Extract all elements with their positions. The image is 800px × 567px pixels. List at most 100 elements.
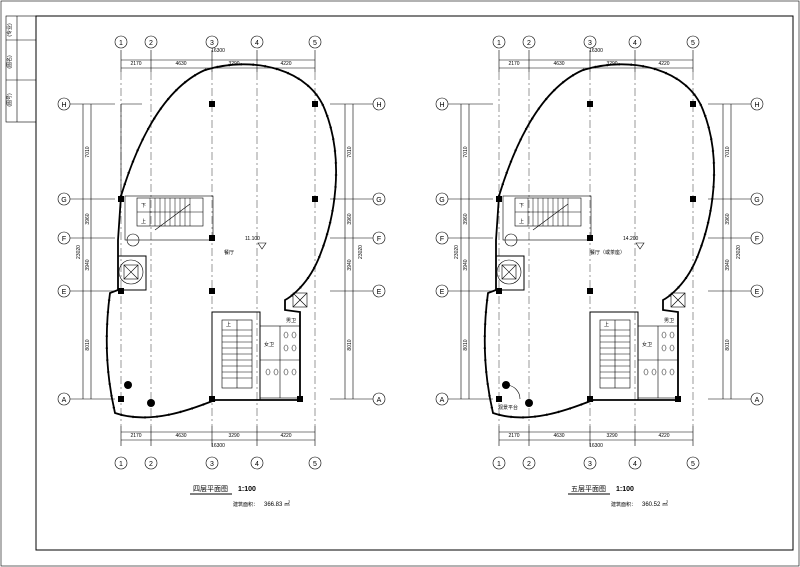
dim-v-2-right: 3960 <box>347 213 353 224</box>
dim-v-total: 23020 <box>76 245 82 259</box>
axis-3-bottom: 3 <box>210 461 214 468</box>
curtain-wall-dots <box>497 63 716 302</box>
dim-v-1: 7010 <box>463 146 469 157</box>
shaft-box <box>670 292 686 308</box>
dim-h-1-bottom: 2170 <box>130 433 141 439</box>
axis-h-left: H <box>439 102 444 109</box>
dim-v-1-right: 7010 <box>725 146 731 157</box>
level-triangle <box>635 242 645 250</box>
axis-f-right: F <box>755 236 759 243</box>
dim-v-total-right: 23020 <box>736 245 742 259</box>
dim-v-2: 3960 <box>85 213 91 224</box>
axis-2-bottom: 2 <box>527 461 531 468</box>
axis-2-bottom: 2 <box>149 461 153 468</box>
top-dimension-chain: 16300 2170 4630 3290 4220 <box>498 48 694 72</box>
column-axis-bubbles-top: 1 2 3 4 5 <box>492 35 700 49</box>
dim-v-4-right: 8010 <box>347 339 353 350</box>
axis-f-left: F <box>62 236 66 243</box>
elevator <box>495 255 525 291</box>
axis-4-top: 4 <box>255 40 259 47</box>
upper-stair-up: 上 <box>141 218 146 225</box>
curtain-wall-dots <box>119 63 338 302</box>
area-value: 366.83 ㎡ <box>264 500 290 508</box>
building-outline <box>105 63 337 419</box>
dim-h-4-bottom: 4220 <box>280 433 291 439</box>
dim-v-1-right: 7010 <box>347 146 353 157</box>
dim-v-4-right: 8010 <box>725 339 731 350</box>
dim-total-bottom: 16300 <box>211 443 225 449</box>
axis-1-bottom: 1 <box>497 461 501 468</box>
row-axis-right: H G F E A 7010 3960 3940 8010 23020 <box>708 97 764 406</box>
axis-e-left: E <box>62 289 67 296</box>
area-value: 360.52 ㎡ <box>642 500 668 508</box>
axis-3-bottom: 3 <box>588 461 592 468</box>
axis-g-right: G <box>754 197 759 204</box>
dim-v-3-right: 3940 <box>347 259 353 270</box>
toilet-label-a: 女卫 <box>642 341 652 348</box>
building-outline <box>483 63 715 419</box>
column-axis-bubbles-top: 1 2 3 4 5 <box>114 35 322 49</box>
axis-5-bottom: 5 <box>691 461 695 468</box>
axis-4-top: 4 <box>633 40 637 47</box>
axis-e-right: E <box>755 289 760 296</box>
level-mark: 11.100 <box>245 236 260 242</box>
axis-5-top: 5 <box>691 40 695 47</box>
dim-h-2: 4630 <box>553 61 564 67</box>
dim-h-1: 2170 <box>130 61 141 67</box>
title-block-label-1: (专业) <box>6 23 13 37</box>
title-block-label-2: (图名) <box>6 55 13 69</box>
hall-label: 餐厅 <box>224 249 234 256</box>
lower-stair-up: 上 <box>226 321 231 328</box>
level-mark: 14.200 <box>623 236 639 242</box>
plan-scale: 1:100 <box>616 486 634 493</box>
shaft-box <box>292 292 308 308</box>
round-column-2 <box>525 399 533 407</box>
dim-v-total: 23020 <box>454 245 460 259</box>
axis-4-bottom: 4 <box>633 461 637 468</box>
dim-total-top: 16300 <box>589 48 603 54</box>
axis-h-right: H <box>754 102 759 109</box>
dim-h-2-bottom: 4630 <box>553 433 564 439</box>
axis-a-left: A <box>440 397 445 404</box>
row-axis-left: H G F E A 7010 3960 3940 8010 23020 <box>435 97 493 406</box>
plan-scale: 1:100 <box>238 486 256 493</box>
extra-label: 观景平台 <box>498 404 518 411</box>
toilets: 女卫 男卫 <box>637 318 679 399</box>
upper-stair-down: 下 <box>519 203 524 209</box>
axis-5-top: 5 <box>313 40 317 47</box>
axis-1-top: 1 <box>497 40 501 47</box>
axis-a-right: A <box>755 397 760 404</box>
dim-h-4: 4220 <box>280 61 291 67</box>
dim-h-3-bottom: 3290 <box>606 433 617 439</box>
columns <box>118 101 318 402</box>
round-column-1 <box>502 381 510 389</box>
axis-g-right: G <box>376 197 381 204</box>
toilet-label-b: 男卫 <box>664 318 674 324</box>
dim-total-bottom: 16300 <box>589 443 603 449</box>
plan-title: 四层平面图 <box>193 485 228 493</box>
dim-h-2: 4630 <box>175 61 186 67</box>
dim-v-2: 3960 <box>463 213 469 224</box>
toilet-label-b: 男卫 <box>286 318 296 324</box>
terrace <box>120 103 142 196</box>
round-column-1 <box>124 381 132 389</box>
row-axis-right: H G F E A 7010 3960 3940 8010 23020 <box>330 97 386 406</box>
bottom-dimension-chain: 2170 4630 3290 4220 16300 <box>120 426 316 449</box>
row-axis-left: H G F E A 7010 3960 3940 8010 23020 <box>57 97 115 406</box>
lower-stair: 上 <box>589 311 639 401</box>
dim-v-4: 8010 <box>463 339 469 350</box>
axis-g-left: G <box>439 197 444 204</box>
dim-v-1: 7010 <box>85 146 91 157</box>
lower-stair-up: 上 <box>604 321 609 328</box>
axis-1-bottom: 1 <box>119 461 123 468</box>
title-block: (专业) (图名) (图号) <box>5 15 37 123</box>
area-label: 建筑面积： <box>611 501 636 508</box>
dim-h-1: 2170 <box>508 61 519 67</box>
fourth-floor-plan: 16300 2170 4630 3290 4220 1 2 3 4 5 2170… <box>57 35 386 508</box>
axis-e-right: E <box>377 289 382 296</box>
lower-stair: 上 <box>211 311 261 401</box>
upper-stair: 下 上 <box>502 195 592 247</box>
dim-v-3-right: 3940 <box>725 259 731 270</box>
